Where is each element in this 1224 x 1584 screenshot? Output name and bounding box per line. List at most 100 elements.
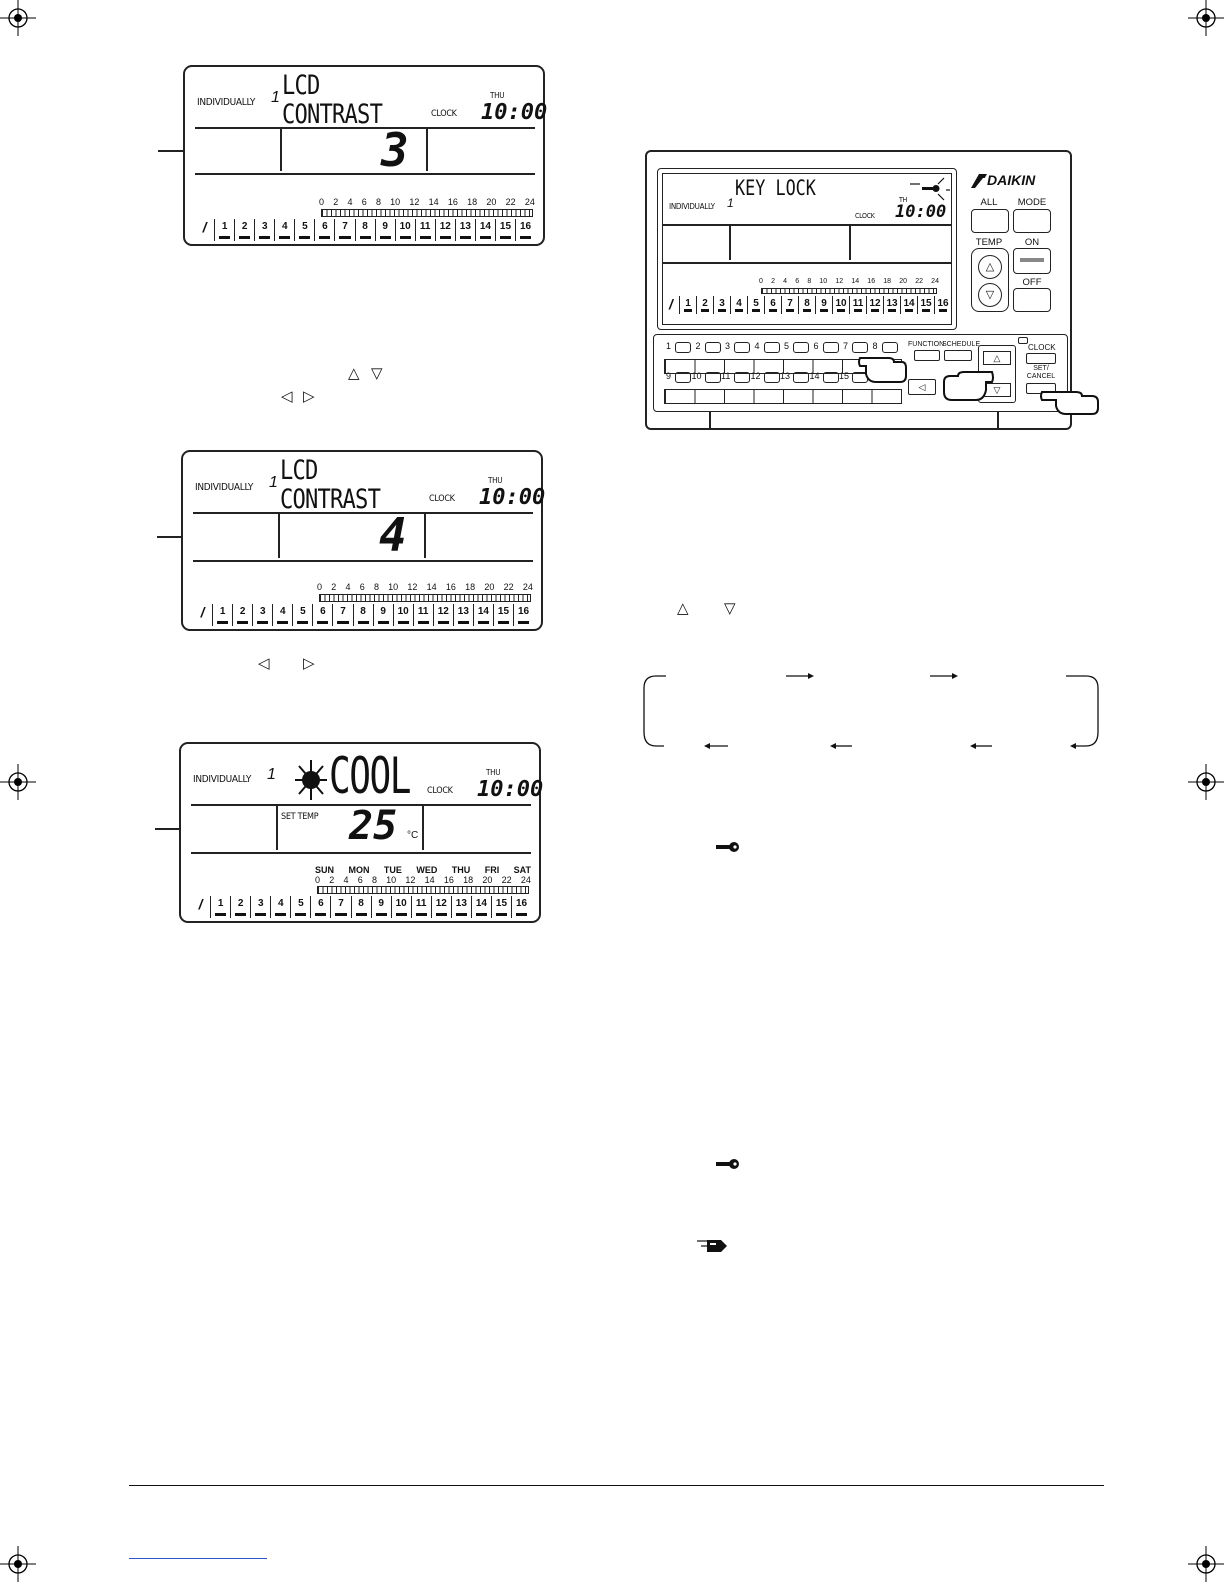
scale-label: 8 bbox=[375, 197, 381, 207]
mode-button[interactable] bbox=[1013, 209, 1051, 233]
unit-number: 1 bbox=[214, 219, 234, 241]
unit-number: 5 bbox=[292, 604, 312, 626]
scale-label: WED bbox=[416, 865, 438, 875]
group-button-2[interactable] bbox=[704, 342, 721, 353]
key-icon bbox=[716, 1159, 739, 1169]
scale-label: 4 bbox=[783, 278, 788, 285]
unit-number: 13 bbox=[883, 296, 900, 314]
unit-number: 10 bbox=[390, 896, 411, 918]
clock-button[interactable] bbox=[1026, 353, 1056, 364]
group-indicator: / bbox=[669, 296, 673, 312]
group-button-5[interactable] bbox=[793, 342, 809, 353]
day-label: TH bbox=[899, 196, 907, 204]
group-number: 1 bbox=[269, 474, 278, 491]
function-button[interactable] bbox=[914, 350, 940, 361]
set-cancel-label: SET/CANCEL bbox=[1026, 365, 1056, 380]
scale-label: 12 bbox=[409, 197, 420, 207]
scale-label: 14 bbox=[428, 197, 439, 207]
scale-label: 22 bbox=[503, 582, 514, 592]
day-label: THU bbox=[490, 91, 505, 100]
unit-number: 1 bbox=[679, 296, 696, 314]
clock-time: 10:00 bbox=[477, 777, 544, 802]
scale-label: 2 bbox=[771, 278, 775, 285]
unit-number: 2 bbox=[696, 296, 713, 314]
schedule-label: SCHEDULE bbox=[942, 341, 981, 348]
group-button-4[interactable] bbox=[763, 342, 780, 353]
unit-number: 12 bbox=[430, 896, 451, 918]
unit-number: 13 bbox=[450, 896, 471, 918]
unit-number: 14 bbox=[474, 219, 495, 241]
registration-mark-icon bbox=[1188, 1546, 1224, 1582]
pointing-hand-icon bbox=[1040, 391, 1099, 415]
note-icon bbox=[697, 1240, 727, 1252]
scale-label: 14 bbox=[424, 875, 435, 885]
clock-button-label: CLOCK bbox=[1028, 343, 1056, 352]
scale-label: TUE bbox=[383, 865, 402, 875]
all-button[interactable] bbox=[971, 209, 1009, 233]
scale-label: 4 bbox=[345, 582, 351, 592]
unit-number: 7 bbox=[332, 604, 352, 626]
group-button-label: 12 bbox=[750, 371, 761, 381]
group-button-label: 13 bbox=[780, 371, 791, 381]
group-button-7[interactable] bbox=[852, 342, 868, 353]
group-button-6[interactable] bbox=[822, 342, 839, 353]
group-button-label: 11 bbox=[721, 371, 731, 381]
unit-number: 2 bbox=[230, 896, 250, 918]
scale-label: 6 bbox=[359, 582, 365, 592]
unit-number: 1 bbox=[212, 604, 232, 626]
group-button-3[interactable] bbox=[734, 342, 750, 353]
group-number: 1 bbox=[727, 196, 734, 210]
down-arrow-icon: ▽ bbox=[371, 365, 383, 382]
unit-number: 8 bbox=[352, 604, 373, 626]
group-button-1[interactable] bbox=[675, 342, 691, 353]
temp-label: TEMP bbox=[975, 237, 1003, 248]
unit-number: 11 bbox=[410, 896, 431, 918]
scale-label: 6 bbox=[361, 197, 367, 207]
group-button-8[interactable] bbox=[881, 342, 898, 353]
unit-number: 14 bbox=[900, 296, 917, 314]
scale-label: 10 bbox=[386, 875, 397, 885]
unit-number: 14 bbox=[472, 604, 493, 626]
temp-up-button[interactable]: △ bbox=[978, 255, 1002, 279]
temp-buttons: △ ▽ bbox=[971, 248, 1009, 312]
scale-label: 4 bbox=[343, 875, 349, 885]
mode-label: INDIVIDUALLY bbox=[195, 482, 254, 493]
registration-mark-icon bbox=[0, 0, 36, 36]
scale-label: 0 bbox=[319, 197, 325, 207]
contrast-value: 3 bbox=[381, 123, 409, 177]
clock-label: CLOCK bbox=[431, 109, 457, 119]
cursor-up-button[interactable]: △ bbox=[983, 351, 1011, 365]
scale-label: 18 bbox=[465, 582, 476, 592]
group-number: 1 bbox=[271, 89, 280, 106]
unit-number: 13 bbox=[454, 219, 475, 241]
unit-number: 14 bbox=[470, 896, 491, 918]
cursor-left-button[interactable]: ◁ bbox=[908, 379, 936, 395]
scale-label: 12 bbox=[407, 582, 418, 592]
on-button[interactable] bbox=[1013, 248, 1051, 274]
unit-number: 4 bbox=[730, 296, 747, 314]
off-button[interactable] bbox=[1013, 288, 1051, 312]
scale-label: 22 bbox=[501, 875, 512, 885]
group-button-label: 9 bbox=[666, 371, 672, 381]
up-arrow-icon: △ bbox=[348, 365, 360, 382]
unit-number: 3 bbox=[250, 896, 270, 918]
schedule-button[interactable] bbox=[944, 350, 972, 361]
scale-label: 6 bbox=[357, 875, 363, 885]
left-arrow-icon: ◁ bbox=[258, 655, 270, 672]
unit-number: 6 bbox=[312, 604, 332, 626]
clock-time: 10:00 bbox=[895, 202, 947, 222]
scale-label: 10 bbox=[390, 197, 401, 207]
controller-lcd: INDIVIDUALLY 1 KEY LOCK TH CLOCK 10:00 0… bbox=[657, 168, 957, 330]
unit-number: 10 bbox=[832, 296, 849, 314]
unit-number: 12 bbox=[434, 219, 455, 241]
group-button-label: 14 bbox=[809, 371, 820, 381]
scale-label: 24 bbox=[520, 875, 531, 885]
temp-down-button[interactable]: ▽ bbox=[978, 283, 1002, 307]
unit-number: 16 bbox=[511, 896, 531, 918]
scale-label: 2 bbox=[333, 197, 339, 207]
lcd-title: KEY LOCK bbox=[735, 176, 816, 200]
